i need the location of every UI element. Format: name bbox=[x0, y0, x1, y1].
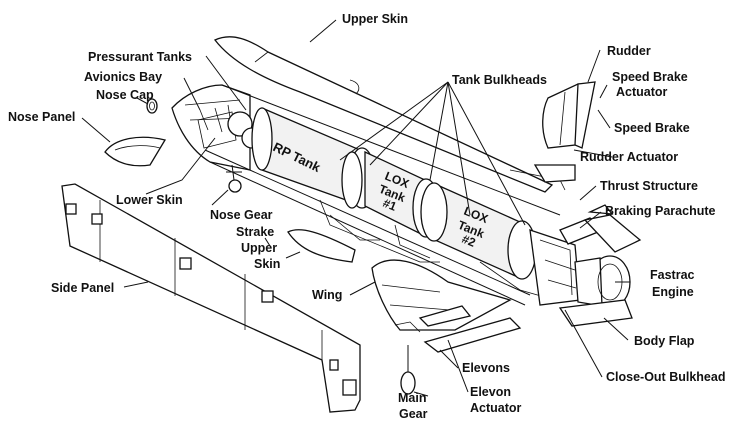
side-panel-part bbox=[61, 183, 361, 413]
label-fastrac-2: Engine bbox=[652, 285, 694, 299]
nose-cap-part bbox=[146, 98, 158, 114]
upper-skin-part bbox=[213, 36, 576, 193]
label-speed-brake-actuator-2: Actuator bbox=[616, 85, 668, 99]
label-body-flap: Body Flap bbox=[634, 334, 695, 348]
label-close-out-bulkhead: Close-Out Bulkhead bbox=[606, 370, 725, 384]
label-rudder: Rudder bbox=[607, 44, 651, 58]
label-braking-parachute: Braking Parachute bbox=[605, 204, 716, 218]
label-nose-panel: Nose Panel bbox=[8, 110, 75, 124]
label-main-gear-1: Main bbox=[398, 391, 426, 405]
main-gear-part bbox=[400, 345, 416, 395]
leader-lines bbox=[81, 19, 630, 397]
nose-panel-part bbox=[104, 136, 167, 167]
lox2-line3: #2 bbox=[460, 232, 478, 250]
label-elevon-actuator-1: Elevon bbox=[470, 385, 511, 399]
label-tank-bulkheads: Tank Bulkheads bbox=[452, 73, 547, 87]
label-speed-brake-actuator-1: Speed Brake bbox=[612, 70, 688, 84]
label-speed-brake: Speed Brake bbox=[614, 121, 690, 135]
label-strake-3: Skin bbox=[254, 257, 280, 271]
label-wing: Wing bbox=[312, 288, 342, 302]
rudder-part bbox=[542, 81, 596, 149]
label-main-gear-2: Gear bbox=[399, 407, 428, 421]
nose-gear-part bbox=[226, 164, 242, 193]
label-rudder-actuator: Rudder Actuator bbox=[580, 150, 678, 164]
label-side-panel: Side Panel bbox=[51, 281, 114, 295]
fuselage bbox=[171, 84, 633, 327]
label-strake-1: Strake bbox=[236, 225, 274, 239]
right-wing-part bbox=[583, 204, 642, 253]
label-upper-skin: Upper Skin bbox=[342, 12, 408, 26]
label-avionics-bay: Avionics Bay bbox=[84, 70, 162, 84]
label-strake-2: Upper bbox=[241, 241, 277, 255]
label-fastrac-1: Fastrac bbox=[650, 268, 695, 282]
label-pressurant-tanks: Pressurant Tanks bbox=[88, 50, 192, 64]
label-nose-gear: Nose Gear bbox=[210, 208, 273, 222]
label-thrust-structure: Thrust Structure bbox=[600, 179, 698, 193]
label-nose-cap: Nose Cap bbox=[96, 88, 154, 102]
wing-part bbox=[371, 259, 512, 333]
lox1-line3: #1 bbox=[381, 196, 399, 214]
label-lower-skin: Lower Skin bbox=[116, 193, 183, 207]
strake-upper-skin-part bbox=[287, 229, 356, 263]
callouts: Upper Skin Pressurant Tanks Avionics Bay… bbox=[8, 12, 725, 421]
elevons-part bbox=[418, 305, 522, 353]
label-elevon-actuator-2: Actuator bbox=[470, 401, 522, 415]
label-elevons: Elevons bbox=[462, 361, 510, 375]
